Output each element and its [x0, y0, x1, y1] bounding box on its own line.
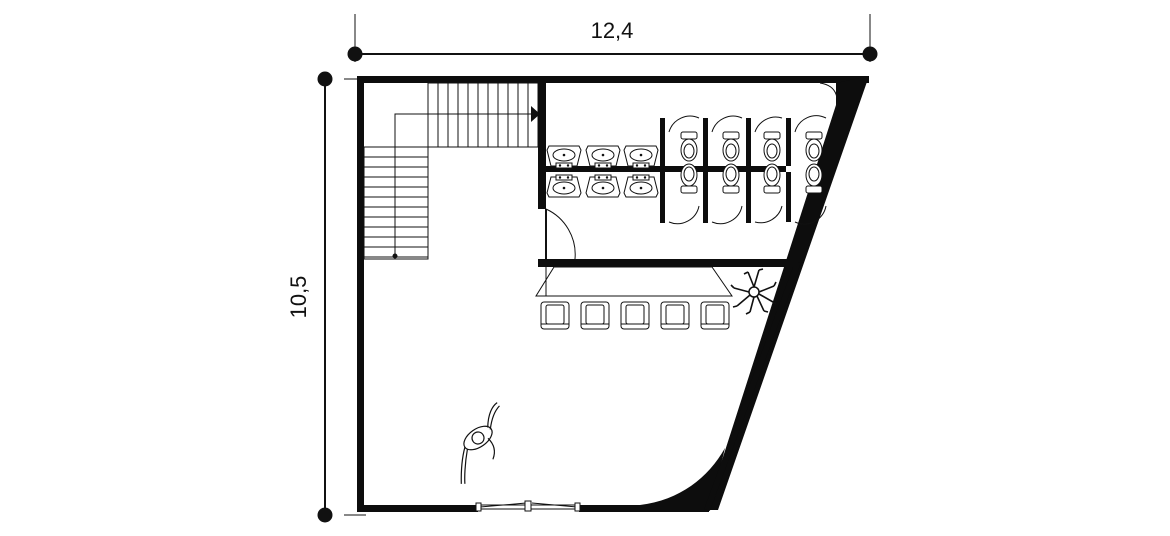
toilet-stalls — [660, 115, 827, 225]
bar-counter — [535, 266, 733, 297]
sink-icon — [546, 145, 582, 169]
sinks — [546, 145, 659, 198]
sink-icon — [546, 174, 582, 198]
sink-icon — [585, 174, 621, 198]
staircase — [363, 82, 540, 260]
stair-arrow-icon — [531, 106, 540, 122]
interior-walls — [538, 83, 798, 267]
dimension-node — [317, 507, 333, 523]
bar-stool-icon — [540, 301, 570, 330]
toilet-icon — [763, 163, 781, 194]
sink-icon — [623, 145, 659, 169]
bar-stool-icon — [700, 301, 730, 330]
bar-stools — [540, 301, 730, 330]
exterior-walls — [357, 76, 869, 512]
person-icon — [460, 402, 500, 484]
sink-icon — [623, 174, 659, 198]
toilet-icon — [763, 131, 781, 162]
sink-icon — [585, 145, 621, 169]
plant-icon — [730, 268, 777, 315]
dimension-node — [317, 71, 333, 87]
toilet-icon — [680, 163, 698, 194]
dimension-node — [347, 46, 363, 62]
toilet-icon — [805, 131, 823, 162]
entry-door — [475, 500, 581, 512]
bar-stool-icon — [620, 301, 650, 330]
bar-stool-icon — [660, 301, 690, 330]
toilet-icon — [722, 163, 740, 194]
width-label: 12,4 — [591, 18, 634, 43]
toilet-icon — [722, 131, 740, 162]
bar-stool-icon — [580, 301, 610, 330]
height-label: 10,5 — [286, 276, 311, 319]
restroom-door — [545, 208, 576, 260]
dimension-node — [862, 46, 878, 62]
toilet-icon — [805, 163, 823, 194]
height-dimension: 10,5 — [286, 71, 366, 523]
restroom-corner — [819, 82, 838, 113]
toilet-icon — [680, 131, 698, 162]
width-dimension: 12,4 — [347, 14, 878, 62]
